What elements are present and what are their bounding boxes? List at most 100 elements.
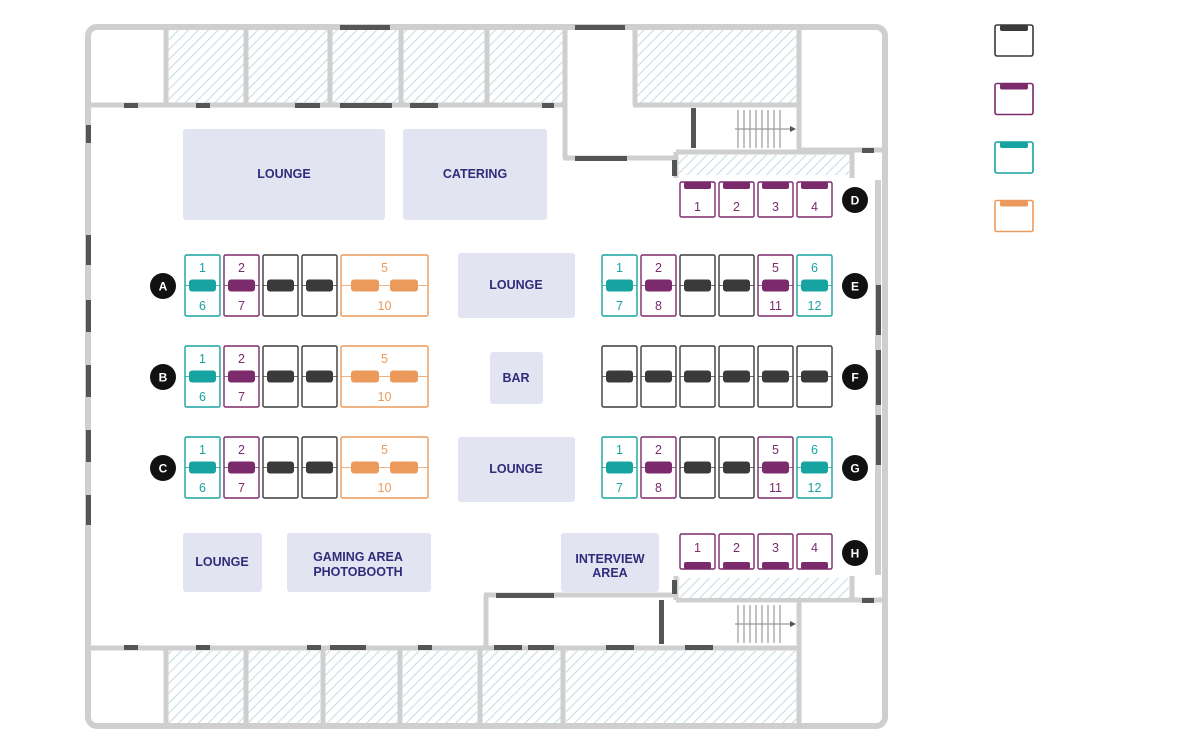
booth-e-4[interactable] (718, 254, 755, 317)
svg-text:C: C (159, 462, 168, 476)
booth-c-5[interactable]: 510 (340, 436, 429, 499)
booth-f-1[interactable] (601, 345, 638, 408)
booth-e-3[interactable] (679, 254, 716, 317)
booth-table (189, 370, 216, 383)
booth-number: 1 (199, 261, 206, 275)
booth-table (606, 461, 633, 474)
booth-table (762, 562, 789, 569)
booth-b-5[interactable]: 510 (340, 345, 429, 408)
legend-table (1000, 25, 1028, 31)
booth-table (801, 370, 828, 383)
booth-a-3[interactable] (262, 254, 299, 317)
booth-d-2[interactable]: 2 (718, 181, 755, 218)
booth-d-1[interactable]: 1 (679, 181, 716, 218)
booth-table (801, 279, 828, 292)
booth-number: 8 (655, 481, 662, 495)
booth-b-1[interactable]: 16 (184, 345, 221, 408)
booth-table (762, 370, 789, 383)
booth-f-6[interactable] (796, 345, 833, 408)
booth-a-5[interactable]: 510 (340, 254, 429, 317)
booth-number: 1 (616, 443, 623, 457)
booth-a-4[interactable] (301, 254, 338, 317)
top-offices (168, 30, 797, 103)
booth-table (306, 279, 333, 292)
room-label: LOUNGE (195, 555, 248, 569)
booth-b-2[interactable]: 27 (223, 345, 260, 408)
row-marker-f: F (842, 364, 868, 390)
row-marker-d: D (842, 187, 868, 213)
booth-g-6[interactable]: 612 (796, 436, 833, 499)
booth-number: 8 (655, 299, 662, 313)
booth-number: 6 (199, 299, 206, 313)
booth-table (228, 370, 255, 383)
booth-table (723, 562, 750, 569)
booth-b-4[interactable] (301, 345, 338, 408)
booth-h-2[interactable]: 2 (718, 533, 755, 570)
booth-h-4[interactable]: 4 (796, 533, 833, 570)
booth-number: 1 (199, 352, 206, 366)
booth-g-4[interactable] (718, 436, 755, 499)
legend-table (1000, 200, 1028, 207)
booth-number: 2 (733, 541, 740, 555)
booth-number: 7 (616, 481, 623, 495)
room-label: PHOTOBOOTH (313, 565, 402, 579)
booth-h-3[interactable]: 3 (757, 533, 794, 570)
booth-b-3[interactable] (262, 345, 299, 408)
booth-number: 5 (381, 352, 388, 366)
booth-f-2[interactable] (640, 345, 677, 408)
booth-table (351, 461, 379, 474)
booth-table (189, 279, 216, 292)
booth-table (267, 279, 294, 292)
booth-table (267, 461, 294, 474)
row-marker-h: H (842, 540, 868, 566)
booth-number: 1 (694, 200, 701, 214)
booth-table (723, 461, 750, 474)
booth-e-2[interactable]: 28 (640, 254, 677, 317)
booth-c-3[interactable] (262, 436, 299, 499)
booth-g-2[interactable]: 28 (640, 436, 677, 499)
booth-table (189, 461, 216, 474)
svg-text:G: G (850, 462, 859, 476)
booth-g-1[interactable]: 17 (601, 436, 638, 499)
room-lounge-bottom: LOUNGE (183, 533, 262, 592)
booth-d-4[interactable]: 4 (796, 181, 833, 218)
booth-number: 1 (694, 541, 701, 555)
room-label: CATERING (443, 167, 507, 181)
booth-table (723, 182, 750, 189)
booth-a-2[interactable]: 27 (223, 254, 260, 317)
booth-table (762, 461, 789, 474)
legend-swatch-dark (994, 24, 1034, 57)
booth-g-3[interactable] (679, 436, 716, 499)
booth-table (723, 279, 750, 292)
stair-hatch (679, 578, 849, 598)
booth-number: 4 (811, 200, 818, 214)
svg-text:D: D (851, 194, 860, 208)
booth-a-1[interactable]: 16 (184, 254, 221, 317)
wall-accents (86, 25, 881, 650)
booth-e-6[interactable]: 612 (796, 254, 833, 317)
room-label: AREA (592, 566, 627, 580)
booth-table (684, 370, 711, 383)
booth-g-5[interactable]: 511 (757, 436, 794, 499)
office-hatch (566, 651, 797, 723)
booth-c-4[interactable] (301, 436, 338, 499)
legend-table (1000, 83, 1028, 90)
booth-c-2[interactable]: 27 (223, 436, 260, 499)
svg-text:A: A (159, 280, 168, 294)
booth-c-1[interactable]: 16 (184, 436, 221, 499)
booth-number: 12 (808, 481, 822, 495)
booth-f-4[interactable] (718, 345, 755, 408)
booth-e-5[interactable]: 511 (757, 254, 794, 317)
room-bar: BAR (490, 352, 543, 404)
office-hatch (248, 30, 328, 103)
booth-f-3[interactable] (679, 345, 716, 408)
booth-number: 7 (616, 299, 623, 313)
booth-table (306, 461, 333, 474)
booth-number: 4 (811, 541, 818, 555)
booth-table (801, 461, 828, 474)
booth-d-3[interactable]: 3 (757, 181, 794, 218)
booth-e-1[interactable]: 17 (601, 254, 638, 317)
booth-f-5[interactable] (757, 345, 794, 408)
booth-h-1[interactable]: 1 (679, 533, 716, 570)
